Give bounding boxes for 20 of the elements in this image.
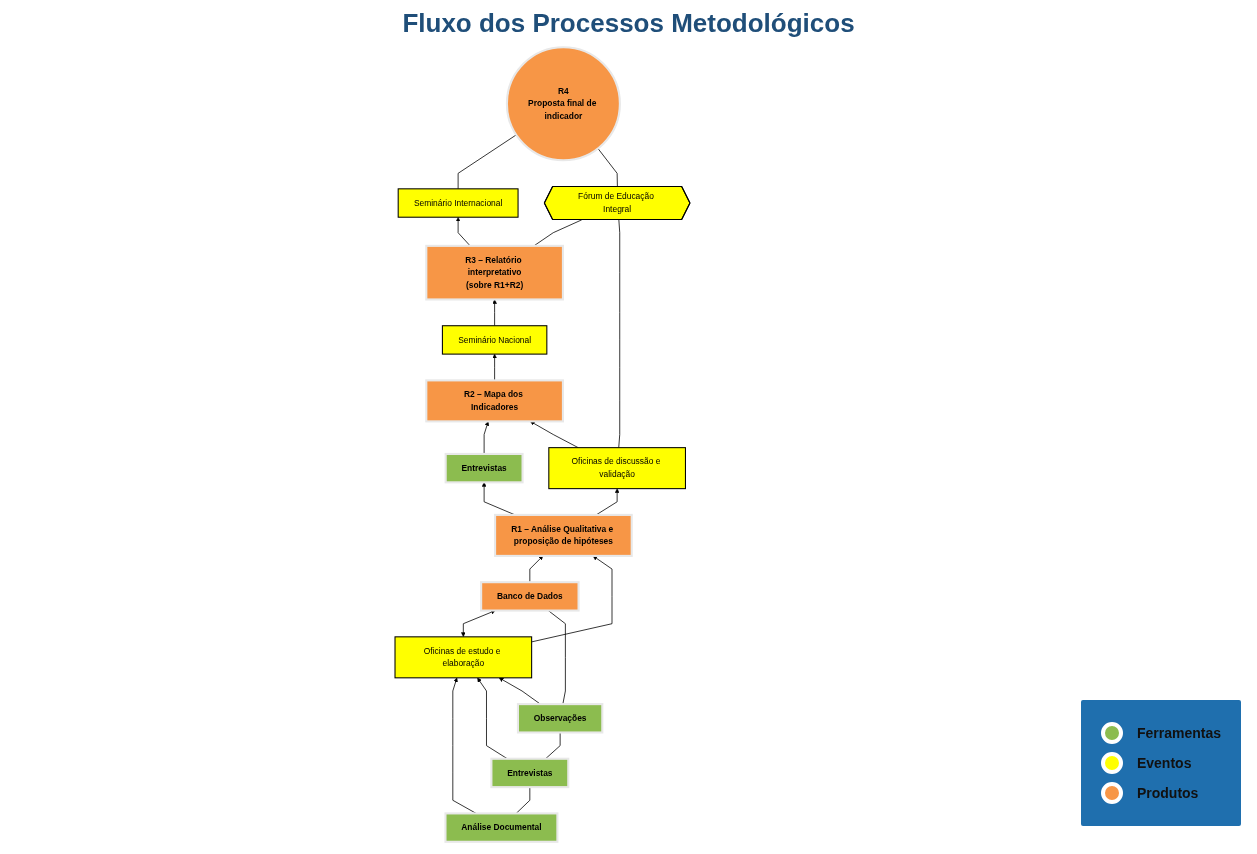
node-box: Entrevistas — [444, 452, 524, 484]
connector — [618, 219, 621, 449]
legend-label: Ferramentas — [1136, 725, 1221, 741]
node-box: Seminário Nacional — [441, 325, 548, 355]
node-box: R1 – Análise Qualitativa e proposição de hipóteses — [494, 513, 633, 557]
node-circle: R4 Proposta final de indicador — [505, 46, 621, 162]
node-box: Observações — [516, 703, 604, 734]
node-box: Oficinas de estudo e elaboração — [394, 636, 533, 679]
legend-label: Eventos — [1136, 755, 1192, 771]
node-box: Seminário Internacional — [397, 188, 519, 218]
connector — [457, 134, 517, 190]
node-box: Análise Documental — [444, 812, 559, 843]
node-box: R2 – Mapa dos Indicadores — [425, 379, 564, 423]
connector — [597, 148, 618, 188]
node-box: Entrevistas — [490, 757, 570, 789]
legend-label: Produtos — [1136, 785, 1199, 801]
diagram-title: Fluxo dos Processos Metodológicos — [401, 8, 856, 39]
node-box: Banco de Dados — [480, 581, 580, 612]
node-box: Oficinas de discussão e validação — [548, 447, 686, 490]
node-box: R3 – Relatório interpretativo (sobre R1+R2) — [425, 244, 564, 301]
